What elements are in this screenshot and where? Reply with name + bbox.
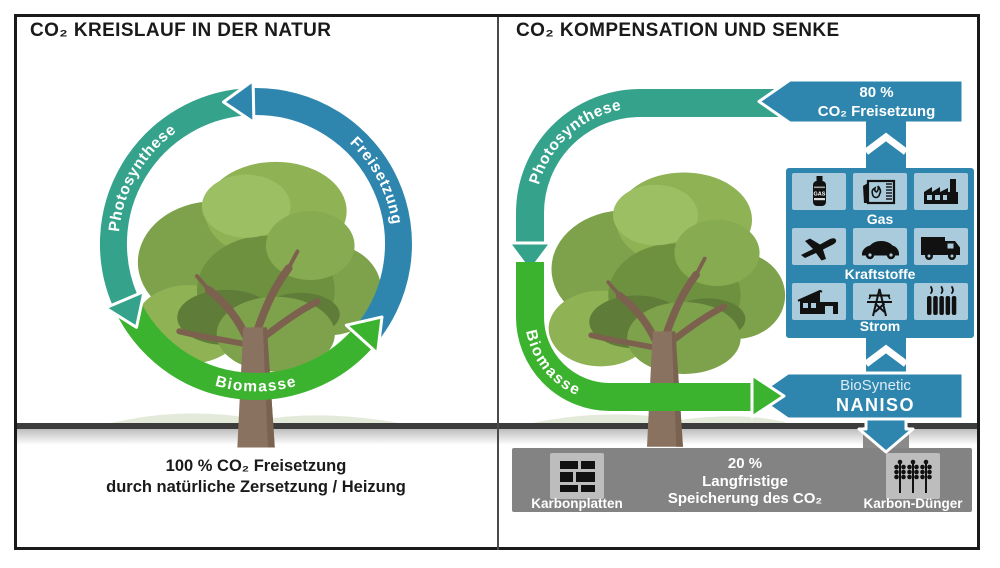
- product-name: NANISO: [835, 395, 915, 415]
- compensation-diagram: Photosynthese Biomasse: [507, 78, 974, 512]
- storage-bar-text: 20 % Langfristige Speicherung des CO₂: [620, 455, 870, 508]
- up-chevron-icon: [863, 344, 909, 367]
- energy-grid: GAS: [786, 168, 974, 338]
- storage-bar: [512, 448, 972, 512]
- biomass-arrowhead: [750, 373, 786, 419]
- grid-row-label-kraftstoffe: Kraftstoffe: [844, 266, 916, 282]
- grid-row-label-gas: Gas: [866, 211, 894, 227]
- product-brand: BioSynetic: [840, 377, 911, 394]
- panel-divider: [497, 17, 499, 550]
- storage-percent: 20 %: [727, 455, 763, 472]
- carbon-plates-icon: [560, 461, 595, 492]
- teal-arrowhead: [104, 290, 146, 329]
- up-chevron-icon: [863, 132, 909, 155]
- storage-line3: Speicherung des CO₂: [667, 490, 823, 507]
- blue-arrowhead: [222, 79, 256, 124]
- product-box-text: BioSynetic NANISO: [788, 377, 963, 416]
- biomass-band: [516, 262, 752, 411]
- caption-line1: 100 % CO₂ Freisetzung: [165, 457, 347, 475]
- right-panel-title: CO₂ KOMPENSATION UND SENKE: [516, 20, 840, 41]
- down-arrow-icon: [857, 417, 915, 454]
- teal-down-arrowhead: [507, 241, 553, 273]
- emission-box-text: 80 % CO₂ Freisetzung: [790, 83, 963, 121]
- photosynthesis-band: [516, 89, 800, 243]
- green-arrowhead: [344, 315, 384, 355]
- left-caption: 100 % CO₂ Freisetzung durch natürliche Z…: [60, 456, 452, 498]
- left-panel-title: CO₂ KREISLAUF IN DER NATUR: [30, 20, 332, 41]
- storage-line2: Langfristige: [702, 472, 788, 490]
- release-arc: [253, 87, 412, 349]
- biomass-label: Biomasse: [214, 373, 298, 396]
- carbon-plates-label: Karbonplatten: [531, 496, 623, 511]
- emission-percent: 80 %: [859, 84, 894, 101]
- caption-line2: durch natürliche Zersetzung / Heizung: [106, 478, 406, 496]
- biomass-arc: [112, 294, 372, 400]
- storage-bar-bg: [512, 448, 972, 512]
- grid-row-label-strom: Strom: [859, 318, 901, 334]
- emission-label: CO₂ Freisetzung: [817, 103, 936, 120]
- gas-bottle-gas-text: GAS: [814, 192, 826, 198]
- photosynthesis-arc: [99, 88, 245, 305]
- carbon-fertilizer-label: Karbon-Dünger: [863, 496, 963, 511]
- carbon-fertilizer-icon: [894, 459, 932, 493]
